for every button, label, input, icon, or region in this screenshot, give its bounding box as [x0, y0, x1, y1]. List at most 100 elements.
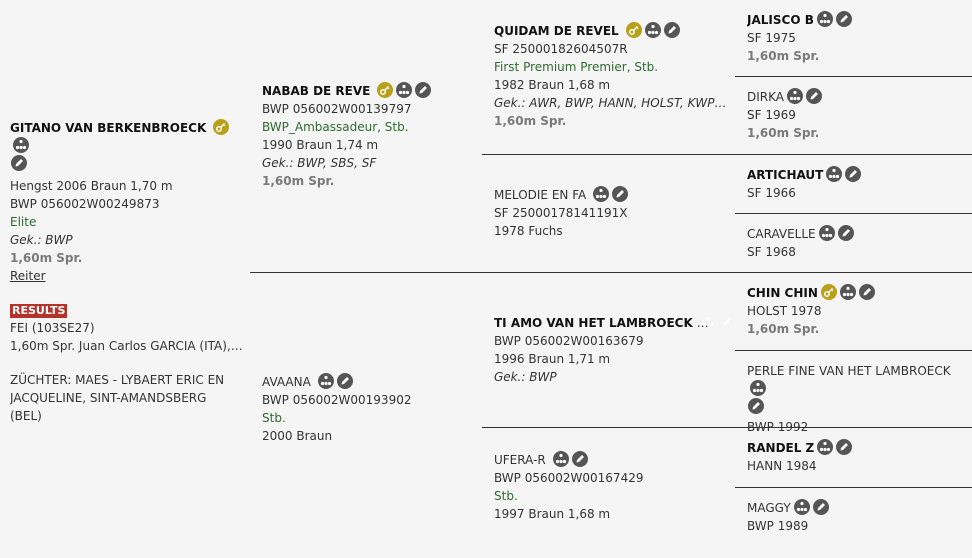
- edit-icon[interactable]: [845, 166, 862, 182]
- g3-info: HOLST 1978: [747, 304, 822, 318]
- g3-block: JALISCO B SF 1975 1,60m Spr.: [747, 11, 968, 65]
- dd-studbook: Stb.: [494, 489, 518, 503]
- sd-info: 1978 Fuchs: [494, 224, 563, 238]
- pedigree-icon[interactable]: [817, 439, 834, 455]
- ss-info: 1982 Braun 1,68 m: [494, 78, 611, 92]
- ds-name[interactable]: TI AMO VAN HET LAMBROECK: [494, 316, 693, 330]
- dd-name[interactable]: UFERA-R: [494, 453, 546, 467]
- g3-block: ARTICHAUT SF 1966: [747, 166, 968, 202]
- edit-icon[interactable]: [837, 225, 854, 241]
- g3-name[interactable]: CHIN CHIN: [747, 286, 818, 300]
- edit-icon[interactable]: [836, 439, 853, 455]
- ss-block: QUIDAM DE REVEL SF 25000182604507R First…: [494, 22, 729, 130]
- pedigree-icon[interactable]: [593, 186, 610, 202]
- pedigree-icon[interactable]: [552, 451, 569, 467]
- g3-level: 1,60m Spr.: [747, 49, 820, 63]
- great-grandparents-column: JALISCO B SF 1975 1,60m Spr. DIRKA SF 19…: [735, 0, 972, 558]
- g3-name[interactable]: ARTICHAUT: [747, 168, 824, 182]
- dd-block: UFERA-R BWP 056002W00167429 Stb. 1997 Br…: [494, 451, 729, 523]
- grandparents-column: QUIDAM DE REVEL SF 25000182604507R First…: [482, 0, 735, 558]
- edit-icon[interactable]: [612, 186, 629, 202]
- pedigree-icon[interactable]: [750, 380, 766, 396]
- edit-icon[interactable]: [858, 284, 875, 300]
- pedigree-icon[interactable]: [793, 499, 810, 515]
- sire-info: 1990 Braun 1,74 m: [262, 138, 379, 152]
- subject-column: GITANO VAN BERKENBROECK Hengst 2006 Brau…: [0, 0, 250, 558]
- results-badge[interactable]: RESULTS: [10, 304, 68, 318]
- g3-name[interactable]: DIRKA: [747, 90, 784, 104]
- pedigree-icon[interactable]: [786, 88, 803, 104]
- key-icon[interactable]: [625, 22, 642, 38]
- g3-level: 1,60m Spr.: [747, 126, 820, 140]
- ss-studbook: First Premium Premier, Stb.: [494, 60, 659, 74]
- sire-name[interactable]: NABAB DE REVE: [262, 84, 371, 98]
- dam-block: AVAANA BWP 056002W00193902 Stb. 2000 Bra…: [262, 373, 476, 445]
- g3-name[interactable]: MAGGY: [747, 501, 791, 515]
- dam-studbook: Stb.: [262, 411, 286, 425]
- pedigree-icon[interactable]: [839, 284, 856, 300]
- divider: [482, 427, 735, 428]
- edit-icon[interactable]: [805, 88, 822, 104]
- pedigree-icon[interactable]: [816, 11, 833, 27]
- subject-name[interactable]: GITANO VAN BERKENBROECK: [10, 121, 207, 135]
- result-line: 1,60m Spr. Juan Carlos GARCIA (ITA), 2..…: [10, 339, 244, 353]
- g3-name[interactable]: RANDEL Z: [747, 441, 815, 455]
- rider-link[interactable]: Reiter: [10, 269, 46, 283]
- edit-icon[interactable]: [415, 82, 432, 98]
- sire-studbook: BWP_Ambassadeur, Stb.: [262, 120, 409, 134]
- ds-block: TI AMO VAN HET LAMBROECK BWP 056002W0016…: [494, 314, 729, 386]
- ss-regno: SF 25000182604507R: [494, 42, 628, 56]
- g3-name[interactable]: JALISCO B: [747, 13, 814, 27]
- g3-info: SF 1975: [747, 31, 796, 45]
- sire-level: 1,60m Spr.: [262, 174, 335, 188]
- subject-approved: Gek.: BWP: [10, 233, 73, 247]
- divider: [735, 154, 972, 155]
- pedigree-icon[interactable]: [396, 82, 413, 98]
- dam-regno: BWP 056002W00193902: [262, 393, 412, 407]
- g3-block: MAGGY BWP 1989: [747, 499, 968, 535]
- key-icon[interactable]: [820, 284, 837, 300]
- g3-level: 1,60m Spr.: [747, 322, 820, 336]
- ss-level: 1,60m Spr.: [494, 114, 567, 128]
- pedigree-icon[interactable]: [13, 137, 29, 153]
- sire-block: NABAB DE REVE BWP 056002W00139797 BWP_Am…: [262, 82, 476, 190]
- sd-name[interactable]: MELODIE EN FA: [494, 188, 587, 202]
- pedigree-icon[interactable]: [644, 22, 661, 38]
- pedigree-icon[interactable]: [699, 314, 716, 330]
- pedigree-icon[interactable]: [826, 166, 843, 182]
- dd-info: 1997 Braun 1,68 m: [494, 507, 611, 521]
- sire-regno: BWP 056002W00139797: [262, 102, 412, 116]
- pedigree-icon[interactable]: [317, 373, 334, 389]
- g3-block: PERLE FINE VAN HET LAMBROECK BWP 1992: [747, 362, 968, 436]
- breeder-line-1: ZÜCHTER: MAES - LYBAERT ERIC EN: [10, 373, 225, 387]
- dam-name[interactable]: AVAANA: [262, 375, 311, 389]
- g3-info: SF 1966: [747, 186, 796, 200]
- g3-name[interactable]: PERLE FINE VAN HET LAMBROECK: [747, 364, 951, 378]
- g3-name[interactable]: CARAVELLE: [747, 227, 816, 241]
- edit-icon[interactable]: [571, 451, 588, 467]
- breeder-line-2: JACQUELINE, SINT-AMANDSBERG: [10, 391, 207, 405]
- divider: [735, 76, 972, 77]
- edit-icon[interactable]: [835, 11, 852, 27]
- g3-block: CARAVELLE SF 1968: [747, 225, 968, 261]
- breeder-line-3: (BEL): [10, 409, 42, 423]
- edit-icon[interactable]: [336, 373, 353, 389]
- edit-icon[interactable]: [718, 314, 729, 330]
- ds-info: 1996 Braun 1,71 m: [494, 352, 611, 366]
- divider: [735, 213, 972, 214]
- divider: [735, 427, 972, 428]
- key-icon[interactable]: [377, 82, 394, 98]
- edit-icon[interactable]: [748, 398, 764, 414]
- divider: [482, 272, 735, 273]
- pedigree-icon[interactable]: [818, 225, 835, 241]
- edit-icon[interactable]: [663, 22, 680, 38]
- edit-icon[interactable]: [812, 499, 829, 515]
- key-icon[interactable]: [213, 119, 230, 135]
- ds-regno: BWP 056002W00163679: [494, 334, 644, 348]
- ss-name[interactable]: QUIDAM DE REVEL: [494, 24, 619, 38]
- sd-regno: SF 25000178141191X: [494, 206, 628, 220]
- edit-icon[interactable]: [11, 155, 27, 171]
- g3-block: RANDEL Z HANN 1984: [747, 439, 968, 475]
- sd-block: MELODIE EN FA SF 25000178141191X 1978 Fu…: [494, 186, 729, 240]
- divider: [735, 272, 972, 273]
